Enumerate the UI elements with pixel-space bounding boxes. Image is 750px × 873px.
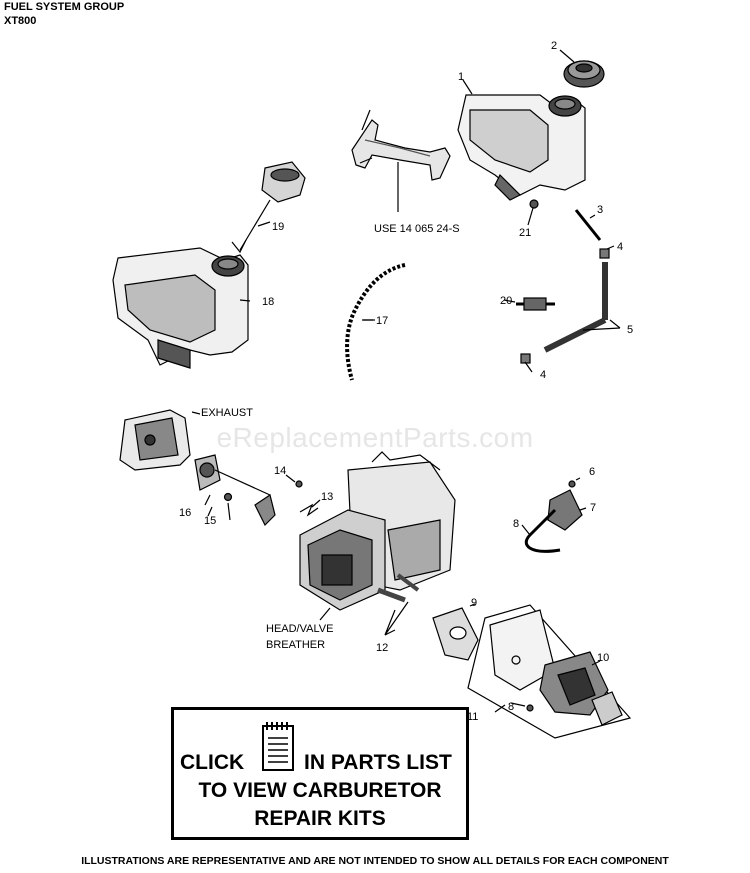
breather-label: BREATHER	[266, 639, 325, 651]
model-number: XT800	[4, 15, 37, 27]
click-text: CLICK	[180, 751, 245, 774]
callout-8-top: 8	[513, 518, 519, 530]
fuel-cap-part-2[interactable]	[559, 49, 605, 88]
fuel-line-part-5[interactable]	[543, 209, 621, 353]
callout-2: 2	[551, 40, 557, 52]
fuel-hose-part-17[interactable]	[345, 263, 406, 381]
fuel-pump-part-7[interactable]	[524, 489, 583, 553]
fuel-cap-part-19[interactable]	[231, 161, 306, 254]
callout-20: 20	[500, 295, 512, 307]
callout-14: 14	[274, 465, 286, 477]
callout-6: 6	[589, 466, 595, 478]
callout-18: 18	[262, 296, 274, 308]
parts-list-book-icon	[262, 722, 294, 771]
bolt-part-21[interactable]	[527, 199, 539, 226]
page-title: FUEL SYSTEM GROUP	[4, 1, 125, 13]
screw-part-15[interactable]	[223, 492, 233, 502]
tank-bracket[interactable]	[351, 109, 451, 212]
callout-4-bottom: 4	[540, 369, 546, 381]
screw-part-8[interactable]	[526, 704, 534, 712]
callout-19: 19	[272, 221, 284, 233]
callout-15: 15	[204, 515, 216, 527]
in-parts-list-text: IN PARTS LIST	[304, 751, 452, 774]
callout-12: 12	[376, 642, 388, 654]
callout-11: 11	[467, 711, 478, 723]
view-carburetor-text: TO VIEW CARBURETOR	[198, 779, 442, 802]
carburetor-repair-kit-link[interactable]: CLICK IN PARTS LIST TO VIEW CARBURETOR R…	[171, 707, 469, 840]
screw-part-6[interactable]	[568, 480, 576, 488]
tube-part-12[interactable]	[377, 573, 420, 636]
head-valve-label: HEAD/VALVE	[266, 623, 333, 635]
carburetor-part-10[interactable]	[539, 651, 623, 726]
screw-part-14[interactable]	[295, 480, 303, 488]
callout-17: 17	[376, 315, 388, 327]
exhaust-muffler[interactable]	[119, 409, 191, 471]
fuel-filter-part-20[interactable]	[516, 297, 555, 311]
gasket-part-9[interactable]	[432, 607, 479, 661]
callout-16: 16	[179, 507, 191, 519]
callout-4-top: 4	[617, 241, 623, 253]
fuel-tank-part-1[interactable]	[457, 94, 586, 201]
watermark: eReplacementParts.com	[216, 422, 534, 453]
callout-1: 1	[458, 71, 464, 83]
callout-13: 13	[321, 491, 333, 503]
disclaimer-footer: ILLUSTRATIONS ARE REPRESENTATIVE AND ARE…	[81, 855, 669, 867]
clip-part-13[interactable]	[299, 503, 319, 517]
callout-9: 9	[471, 597, 477, 609]
engine-block[interactable]	[299, 451, 456, 611]
callout-5: 5	[627, 324, 633, 336]
callout-7: 7	[590, 502, 596, 514]
exhaust-label: EXHAUST	[201, 407, 253, 419]
callout-8-bottom: 8	[508, 701, 514, 713]
bracket-note: USE 14 065 24-S	[374, 223, 460, 235]
callout-10: 10	[597, 652, 609, 664]
callout-3: 3	[597, 204, 603, 216]
callout-21: 21	[519, 227, 531, 239]
fuel-tank-part-18[interactable]	[112, 247, 249, 369]
bracket-part-16[interactable]	[194, 454, 276, 527]
repair-kits-text: REPAIR KITS	[254, 807, 386, 830]
